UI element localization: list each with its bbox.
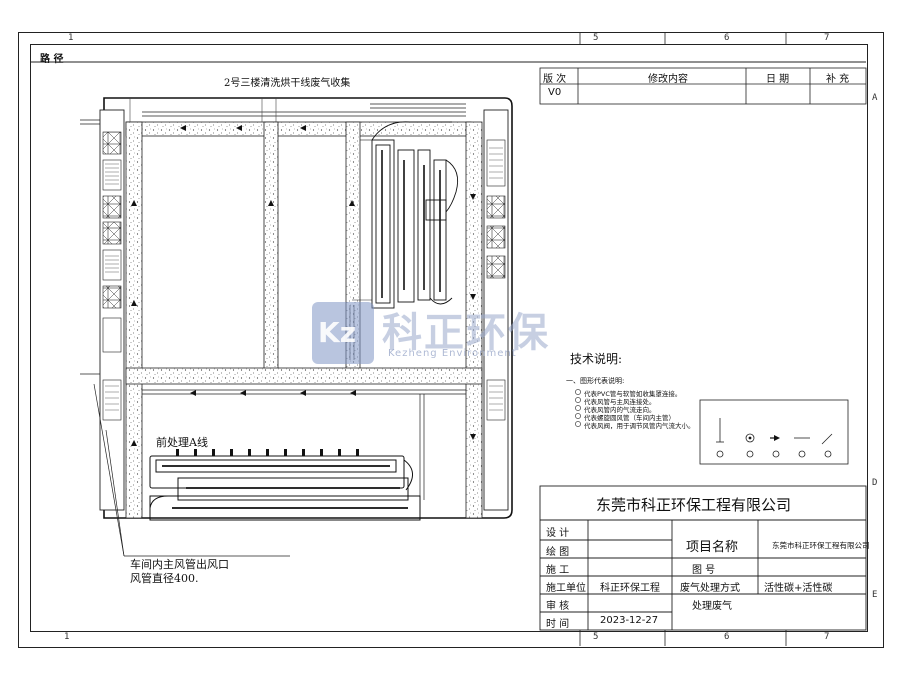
rev-header-date: 日 期 bbox=[766, 74, 790, 85]
rev-row-version: V0 bbox=[548, 87, 562, 98]
zone-top-1: 1 bbox=[68, 33, 74, 43]
zone-bottom-7: 7 bbox=[824, 632, 830, 642]
watermark-name: 科正环保 bbox=[382, 310, 550, 356]
watermark-logo-text: Kz bbox=[318, 316, 356, 349]
tech-item-2: 代表风管与主风连接处。 bbox=[584, 398, 656, 406]
zone-bottom-5: 5 bbox=[593, 632, 599, 642]
tb-label-design: 设 计 bbox=[546, 528, 570, 539]
outlet-note-2: 风管直径400. bbox=[130, 572, 199, 585]
tb-label-review: 审 核 bbox=[546, 601, 570, 612]
corner-label: 路 径 bbox=[40, 54, 64, 65]
tb-method-label: 废气处理方式 bbox=[680, 583, 740, 594]
zone-right-E: E bbox=[872, 590, 878, 600]
outlet-note-1: 车间内主风管出风口 bbox=[130, 558, 229, 571]
sheet-inner-frame bbox=[30, 44, 868, 632]
tb-method-value: 活性碳+活性碳 bbox=[764, 583, 833, 594]
tb-label-draw: 绘 图 bbox=[546, 547, 570, 558]
tb-project-value: 东莞市科正环保工程有限公司 bbox=[772, 541, 870, 550]
line-label: 前处理A线 bbox=[156, 436, 208, 449]
tech-item-4: 代表螺旋圆风管（车间内主管） bbox=[584, 414, 675, 422]
tb-label-construct: 施 工 bbox=[546, 565, 570, 576]
titleblock-company: 东莞市科正环保工程有限公司 bbox=[596, 496, 792, 514]
drawing-title: 2号三楼清洗烘干线废气收集 bbox=[224, 78, 351, 89]
tech-item-5: 代表风阀，用于调节风管内气流大小。 bbox=[584, 422, 695, 430]
zone-top-7: 7 bbox=[824, 33, 830, 43]
tech-item-1: 代表PVC管与软管如收集罩连接。 bbox=[584, 390, 682, 398]
tb-treat-label: 处理废气 bbox=[692, 601, 732, 612]
watermark-sub: Kezheng Environment bbox=[388, 348, 517, 359]
rev-header-content: 修改内容 bbox=[648, 74, 688, 85]
tb-date-value: 2023-12-27 bbox=[600, 615, 659, 626]
zone-bottom-6: 6 bbox=[724, 632, 730, 642]
rev-header-version: 版 次 bbox=[543, 74, 567, 85]
tech-title: 技术说明: bbox=[570, 352, 623, 366]
zone-top-5: 5 bbox=[593, 33, 599, 43]
tb-label-unit: 施工单位 bbox=[546, 583, 586, 594]
tb-label-time: 时 间 bbox=[546, 619, 570, 630]
tech-item-3: 代表风管内的气流走向。 bbox=[584, 406, 656, 414]
rev-header-extra: 补 充 bbox=[826, 74, 850, 85]
zone-top-6: 6 bbox=[724, 33, 730, 43]
zone-right-D: D bbox=[872, 478, 878, 488]
zone-bottom-1: 1 bbox=[64, 632, 70, 642]
zone-right-A: A bbox=[872, 93, 878, 103]
sheet-outer-frame bbox=[18, 32, 884, 648]
watermark-logo-icon bbox=[312, 302, 374, 364]
tech-section: 一、图形代表说明: bbox=[566, 377, 625, 385]
tb-unit-value: 科正环保工程 bbox=[600, 583, 660, 594]
tb-project-label: 项目名称 bbox=[686, 540, 739, 555]
tb-drawing-no-label: 图 号 bbox=[692, 565, 716, 576]
